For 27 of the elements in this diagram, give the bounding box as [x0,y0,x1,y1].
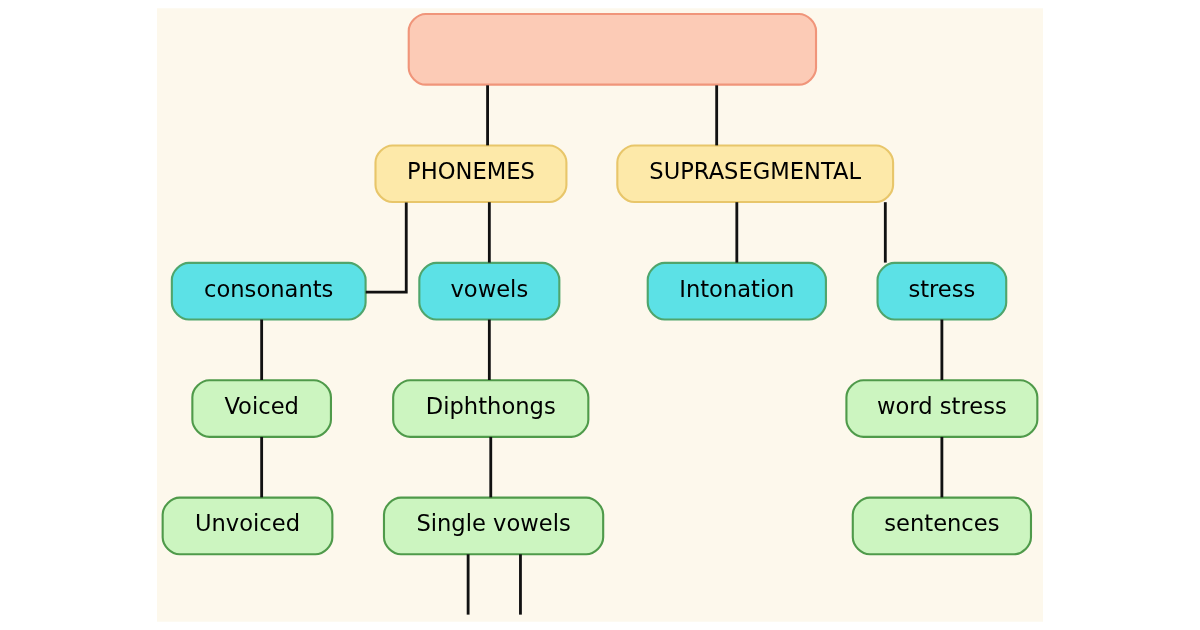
node-box: Single vowels [382,496,605,556]
connector [487,202,491,263]
node-box: stress [876,261,1008,321]
node-box: word stress [845,379,1039,438]
connector [489,436,493,498]
node-box: vowels [418,261,561,321]
connector [466,554,470,615]
node-box: Unvoiced [161,496,334,556]
connector [487,319,491,380]
node-box: PHONEMES [374,144,568,204]
connector [940,319,944,380]
connector [940,436,944,498]
node-box: sentences [851,496,1033,556]
node-box: Diphthongs [392,379,590,438]
node-box: consonants [170,261,367,321]
connector [883,202,887,263]
connector [260,319,264,380]
node-box: SUPRASEGMENTAL [616,144,895,204]
connector [735,202,739,263]
node-box: Intonation [646,261,827,321]
connector [260,436,264,498]
connector [486,85,489,146]
connector [519,554,522,615]
connector [365,202,408,294]
node-box [407,12,818,86]
node-box: Voiced [191,379,332,438]
connector [715,85,719,146]
